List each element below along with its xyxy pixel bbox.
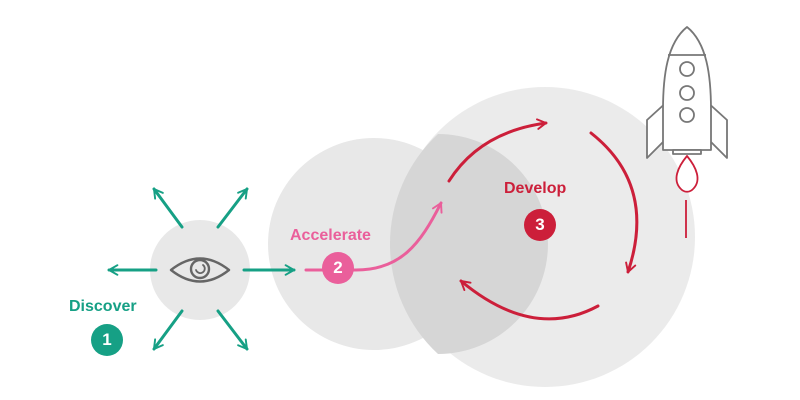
- accelerate-label: Accelerate: [290, 227, 371, 244]
- develop-label: Develop: [504, 180, 567, 197]
- discover-number-badge: 1: [91, 324, 123, 356]
- eye-icon: [169, 257, 231, 283]
- discover-circle: [150, 220, 250, 320]
- circle-overlap: [389, 134, 548, 354]
- cycle-arrows-icon: [447, 118, 639, 321]
- rocket-icon: [646, 26, 728, 238]
- arrow-up-left: [152, 187, 184, 229]
- develop-number-badge: 3: [524, 209, 556, 241]
- arrow-up-right: [216, 187, 249, 229]
- curved-arrow-icon: [304, 201, 443, 272]
- accelerate-number-badge: 2: [322, 252, 354, 284]
- arrow-down-left: [152, 309, 184, 351]
- arrow-down-right: [216, 309, 249, 351]
- discover-arrows: [107, 187, 296, 351]
- discover-label: Discover: [69, 298, 137, 315]
